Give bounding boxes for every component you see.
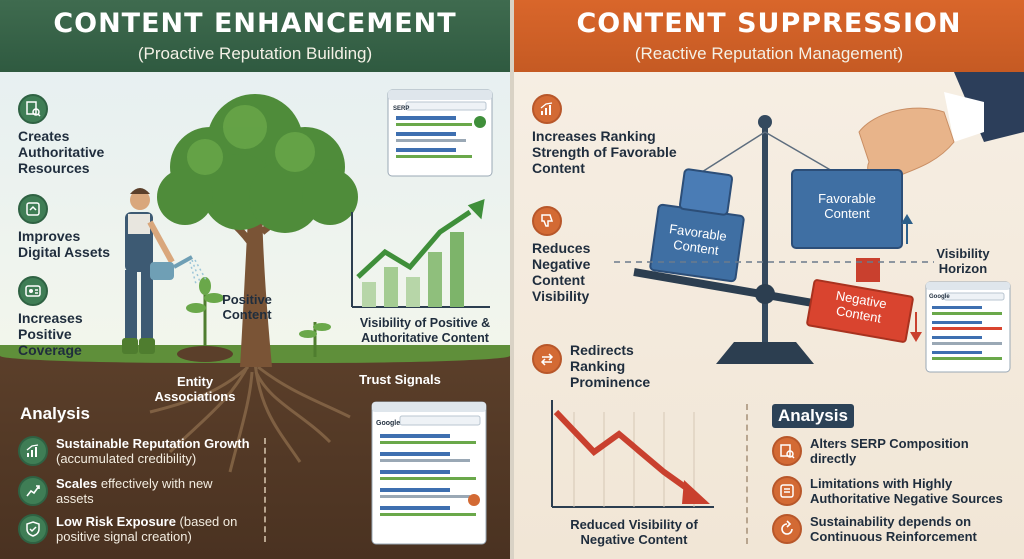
visibility-horizon-label: Visibility Horizon bbox=[936, 246, 990, 276]
serp-search-icon bbox=[772, 436, 802, 466]
profile-card-icon bbox=[18, 276, 48, 306]
thumbs-down-icon bbox=[532, 206, 562, 236]
analysis-scales: Scales effectively with new assets bbox=[18, 476, 248, 506]
ranking-chart-icon bbox=[532, 94, 562, 124]
growth-chart bbox=[351, 199, 490, 308]
analysis-limitations-text: Limitations with Highly Authoritative Ne… bbox=[810, 476, 1012, 506]
google-card-bottom bbox=[371, 401, 487, 545]
negative-blocks bbox=[806, 258, 914, 343]
analysis-low-risk-rest: (based on positive signal creation) bbox=[56, 514, 238, 544]
serp-card-right bbox=[925, 281, 1011, 373]
analysis-scales-bold: Scales bbox=[56, 476, 98, 491]
favorable-right-label: Favorable Content bbox=[818, 191, 876, 221]
suppression-header: CONTENT SUPPRESSION (Reactive Reputation… bbox=[514, 0, 1024, 72]
analysis-alters-serp-text: Alters SERP Composition directly bbox=[810, 436, 1002, 466]
trust-signals-label: Trust Signals bbox=[359, 372, 441, 387]
limitation-list-icon bbox=[772, 476, 802, 506]
suppression-panel: CONTENT SUPPRESSION (Reactive Reputation… bbox=[514, 0, 1024, 559]
declining-chart bbox=[551, 400, 714, 508]
feature-ranking-strength: Increases Ranking Strength of Favorable … bbox=[532, 94, 682, 176]
feature-authoritative-text: Creates Authoritative Resources bbox=[18, 128, 105, 176]
feature-redirects-text: Redirects Ranking Prominence bbox=[570, 342, 651, 390]
entity-associations-label: Entity Associations bbox=[154, 374, 236, 404]
analysis-limitations-bold: Limitations with Highly Authoritative Ne… bbox=[810, 476, 1003, 506]
refresh-icon bbox=[772, 514, 802, 544]
reduced-visibility-label: Reduced Visibility of Negative Content bbox=[570, 517, 698, 547]
swap-arrows-icon bbox=[532, 344, 562, 374]
analysis-scales-text: Scales effectively with new assets bbox=[56, 476, 248, 506]
scale-chart-icon bbox=[18, 476, 48, 506]
analysis-sustainable-rest: (accumulated credibility) bbox=[56, 451, 197, 466]
feature-positive-coverage: Increases Positive Coverage bbox=[18, 276, 118, 358]
positive-content-label: Positive Content bbox=[222, 292, 272, 322]
analysis-limitations: Limitations with Highly Authoritative Ne… bbox=[772, 476, 1012, 506]
panel-divider bbox=[510, 0, 514, 559]
growth-chart-icon bbox=[18, 436, 48, 466]
left-analysis-divider bbox=[264, 438, 266, 542]
google-card-label: Google bbox=[376, 420, 401, 427]
visibility-label: Visibility of Positive & Authoritative C… bbox=[359, 316, 491, 345]
feature-reduces-negative: Reduces Negative Content Visibility bbox=[532, 206, 632, 304]
left-analysis-title: Analysis bbox=[20, 404, 90, 423]
analysis-low-risk-text: Low Risk Exposure (based on positive sig… bbox=[56, 514, 258, 544]
enhancement-panel: CONTENT ENHANCEMENT (Proactive Reputatio… bbox=[0, 0, 510, 559]
analysis-sustainable-text: Sustainable Reputation Growth (accumulat… bbox=[56, 436, 268, 466]
asset-upgrade-icon bbox=[18, 194, 48, 224]
analysis-sustainability-text: Sustainability depends on Continuous Rei… bbox=[810, 514, 1012, 544]
serp-card-top bbox=[387, 89, 493, 177]
right-analysis-divider bbox=[746, 404, 748, 544]
enhancement-subtitle: (Proactive Reputation Building) bbox=[137, 44, 373, 63]
analysis-sustainability: Sustainability depends on Continuous Rei… bbox=[772, 514, 1012, 544]
analysis-sustainability-bold: Sustainability depends on Continuous Rei… bbox=[810, 514, 977, 544]
analysis-scales-rest: effectively with new assets bbox=[56, 476, 213, 506]
analysis-alters-serp-bold: Alters SERP Composition directly bbox=[810, 436, 969, 466]
shield-check-icon bbox=[18, 514, 48, 544]
serp-card-label: SERP bbox=[393, 106, 410, 112]
analysis-sustainable-bold: Sustainable Reputation Growth bbox=[56, 436, 250, 451]
feature-digital-assets: Improves Digital Assets bbox=[18, 194, 118, 260]
enhancement-header: CONTENT ENHANCEMENT (Proactive Reputatio… bbox=[0, 0, 510, 72]
feature-positive-coverage-text: Increases Positive Coverage bbox=[18, 310, 83, 358]
google-card-right-label: Google bbox=[929, 294, 950, 300]
feature-ranking-strength-text: Increases Ranking Strength of Favorable … bbox=[532, 128, 677, 176]
feature-reduces-negative-text: Reduces Negative Content Visibility bbox=[532, 240, 591, 304]
suppression-title: CONTENT SUPPRESSION bbox=[576, 8, 962, 39]
tree-illustration bbox=[122, 89, 493, 545]
feature-authoritative: Creates Authoritative Resources bbox=[18, 94, 118, 176]
analysis-alters-serp: Alters SERP Composition directly bbox=[772, 436, 1002, 466]
feature-redirects: Redirects Ranking Prominence bbox=[532, 328, 690, 390]
favorable-box-right bbox=[791, 169, 903, 249]
suppression-subtitle: (Reactive Reputation Management) bbox=[634, 44, 904, 63]
feature-digital-assets-text: Improves Digital Assets bbox=[18, 228, 111, 260]
analysis-low-risk-bold: Low Risk Exposure bbox=[56, 514, 176, 529]
right-analysis-title: Analysis bbox=[772, 404, 854, 428]
analysis-sustainable: Sustainable Reputation Growth (accumulat… bbox=[18, 436, 268, 466]
document-search-icon bbox=[18, 94, 48, 124]
scale-illustration bbox=[551, 72, 1024, 508]
enhancement-title: CONTENT ENHANCEMENT bbox=[53, 8, 457, 39]
analysis-low-risk: Low Risk Exposure (based on positive sig… bbox=[18, 514, 258, 544]
